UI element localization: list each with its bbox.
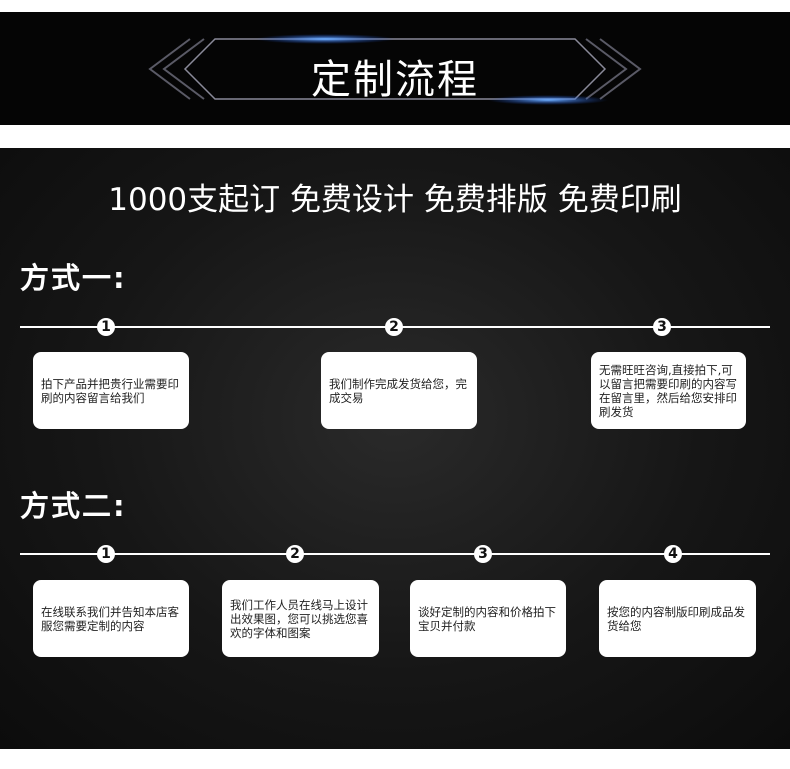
method-2-step-1-text: 在线联系我们并告知本店客服您需要定制的内容 [41, 604, 179, 633]
method-2-title: 方式二: [20, 489, 127, 523]
headline: 1000支起订 免费设计 免费排版 免费印刷 [108, 182, 682, 218]
title-banner: 定制流程 [0, 12, 790, 125]
method-2-timeline [20, 553, 770, 555]
process-panel: 1000支起订 免费设计 免费排版 免费印刷 方式一: 1 2 3 拍下产品并把… [0, 148, 790, 749]
method-2-step-3-card: 谈好定制的内容和价格拍下宝贝并付款 [410, 580, 566, 657]
method-2-step-3-text: 谈好定制的内容和价格拍下宝贝并付款 [418, 604, 556, 633]
banner-frame-graphic [148, 34, 642, 105]
method-1-title: 方式一: [20, 261, 127, 295]
method-2-step-2-text: 我们工作人员在线马上设计出效果图，您可以挑选您喜欢的字体和图案 [230, 597, 368, 640]
banner-title: 定制流程 [311, 57, 479, 103]
method-1-step-1-number: 1 [97, 318, 115, 336]
method-1-step-2-number: 2 [385, 318, 403, 336]
method-1-step-1-text: 拍下产品并把贵行业需要印刷的内容留言给我们 [41, 376, 179, 405]
method-2-step-4-number: 4 [664, 545, 682, 563]
method-2-step-2-number: 2 [286, 545, 304, 563]
method-2-step-1-card: 在线联系我们并告知本店客服您需要定制的内容 [33, 580, 189, 657]
method-1-step-1-card: 拍下产品并把贵行业需要印刷的内容留言给我们 [33, 352, 189, 429]
method-1-step-3-text: 无需旺旺咨询,直接拍下,可以留言把需要印刷的内容写在留言里，然后给您安排印刷发货 [599, 362, 737, 419]
method-2-step-1-number: 1 [97, 545, 115, 563]
method-1-step-2-card: 我们制作完成发货给您，完成交易 [321, 352, 477, 429]
method-2-step-4-card: 按您的内容制版印刷成品发货给您 [599, 580, 756, 657]
method-2-step-2-card: 我们工作人员在线马上设计出效果图，您可以挑选您喜欢的字体和图案 [222, 580, 379, 657]
method-2-step-4-text: 按您的内容制版印刷成品发货给您 [607, 604, 745, 633]
method-1-step-3-card: 无需旺旺咨询,直接拍下,可以留言把需要印刷的内容写在留言里，然后给您安排印刷发货 [591, 352, 746, 429]
method-1-step-3-number: 3 [653, 318, 671, 336]
method-2-step-3-number: 3 [474, 545, 492, 563]
method-1-step-2-text: 我们制作完成发货给您，完成交易 [329, 376, 467, 405]
